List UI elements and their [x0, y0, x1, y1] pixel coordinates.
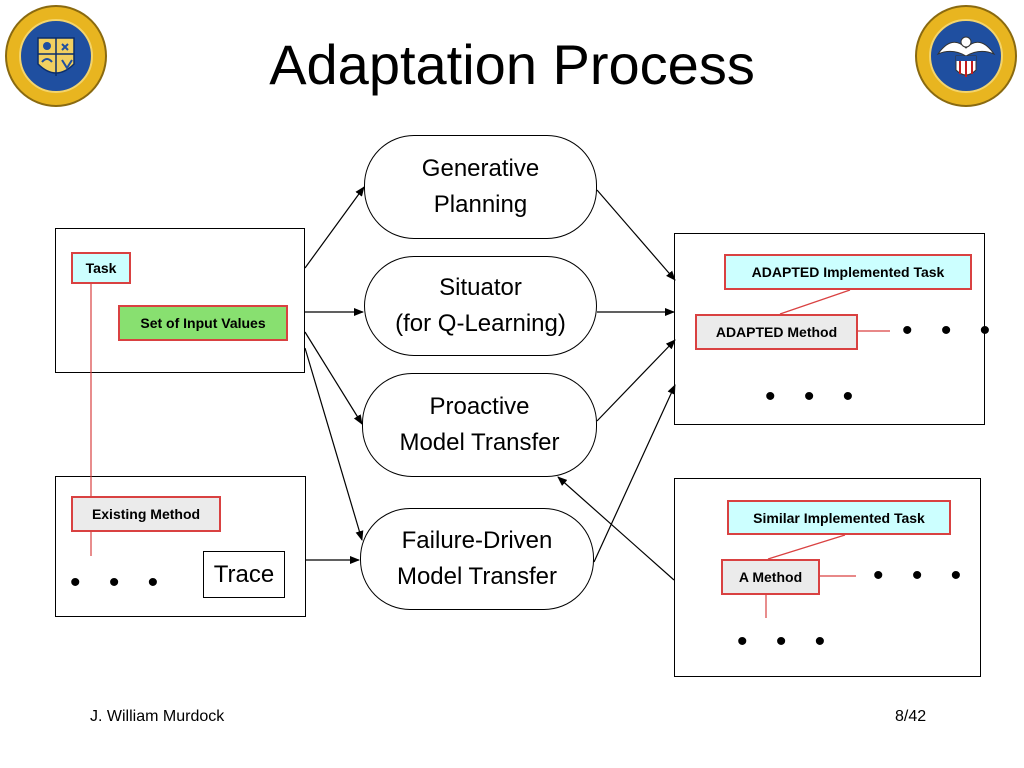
input-values-tag: Set of Input Values: [118, 305, 288, 341]
arrow-similar-to-proactive: [557, 476, 675, 581]
footer-author: J. William Murdock: [90, 708, 225, 725]
similar-ellipsis-right: • • •: [873, 559, 972, 592]
situator-line-1: Situator: [439, 274, 522, 301]
adapted-task-tag: ADAPTED Implemented Task: [724, 254, 972, 290]
department-of-the-navy-seal-icon: [915, 5, 1017, 107]
situator-line-2: (for Q-Learning): [395, 310, 566, 337]
arrow-input-to-failure: [304, 347, 364, 541]
proactive-line-1: Proactive: [429, 393, 530, 420]
adapted-ellipsis-below: • • •: [765, 380, 864, 413]
footer-page-number: 8/42: [895, 708, 927, 725]
trace-box: Trace: [203, 551, 285, 598]
generative-planning-line-2: Planning: [433, 191, 528, 218]
a-method-tag: A Method: [721, 559, 820, 595]
arrow-input-to-generative: [304, 186, 365, 269]
adapted-method-tag: ADAPTED Method: [695, 314, 858, 350]
page-title: Adaptation Process: [269, 33, 755, 96]
existing-method-tag: Existing Method: [71, 496, 221, 532]
similar-ellipsis-below: • • •: [737, 625, 836, 658]
arrow-proactive-to-adapted: [596, 339, 676, 422]
task-tag: Task: [71, 252, 131, 284]
arrow-generative-to-adapted: [596, 189, 676, 281]
generative-planning-line-1: Generative: [421, 155, 540, 182]
arrow-input-to-proactive: [304, 331, 363, 425]
arrow-failure-to-adapted: [593, 384, 676, 563]
naval-research-laboratory-seal-icon: [5, 5, 107, 107]
similar-task-tag: Similar Implemented Task: [727, 500, 951, 535]
existing-ellipsis: • • •: [70, 566, 169, 599]
failure-driven-line-2: Model Transfer: [396, 563, 558, 590]
adapted-task-method-link: [779, 289, 851, 315]
adapted-ellipsis-right: • • •: [902, 314, 1001, 347]
failure-driven-line-1: Failure-Driven: [401, 527, 553, 554]
situator-node: Situator (for Q-Learning): [364, 256, 597, 356]
proactive-line-2: Model Transfer: [399, 429, 560, 456]
similar-task-method-link: [767, 534, 846, 560]
